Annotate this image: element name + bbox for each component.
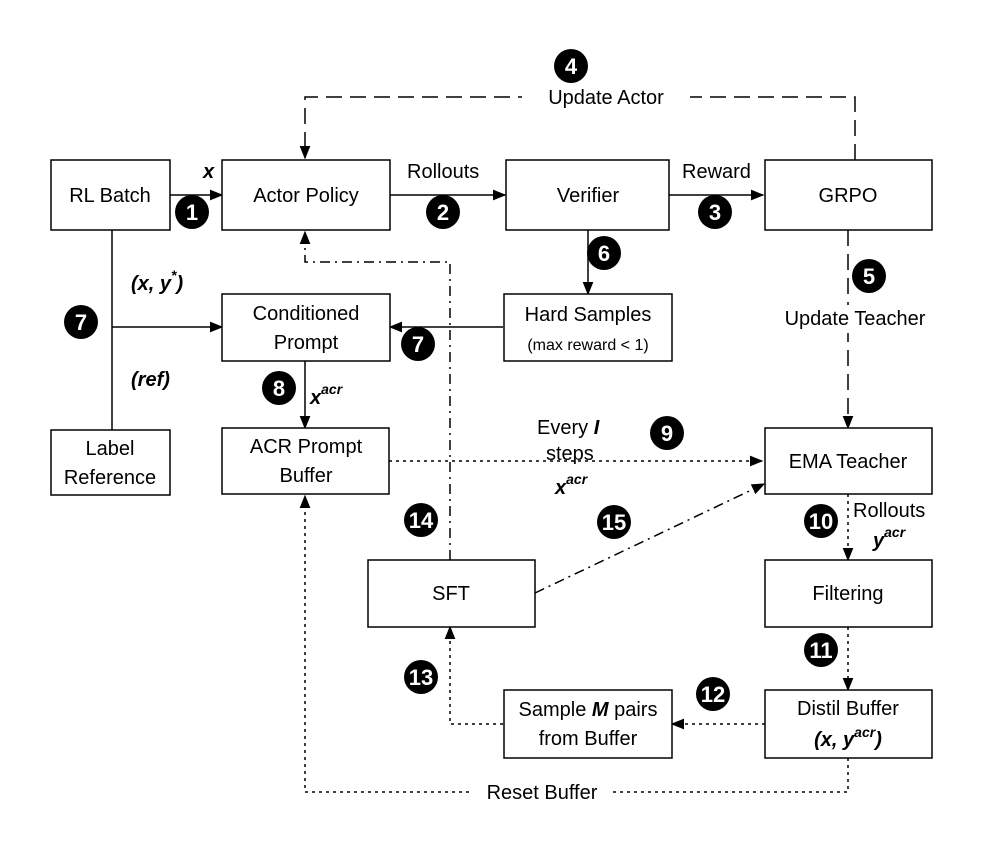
actor-policy-box: Actor Policy bbox=[221, 159, 391, 231]
step-badge-7-right: 7 bbox=[401, 327, 435, 361]
svg-text:10: 10 bbox=[809, 509, 833, 534]
svg-text:6: 6 bbox=[598, 241, 610, 266]
step-badge-1: 1 bbox=[175, 195, 209, 229]
sample-pairs-box: Sample M pairs from Buffer bbox=[503, 689, 673, 759]
edge-label-ref: (ref) bbox=[131, 369, 170, 391]
sft-box: SFT bbox=[367, 559, 536, 628]
step-badge-8: 8 bbox=[262, 371, 296, 405]
rl-batch-label: RL Batch bbox=[69, 185, 151, 207]
step-badge-10: 10 bbox=[804, 504, 838, 538]
edge-label-y-acr: yacr bbox=[872, 524, 907, 552]
acr-prompt-buffer-label-2: Buffer bbox=[280, 465, 333, 487]
reset-buffer-label-bg bbox=[472, 780, 612, 804]
edge-label-every-steps-1: Every I bbox=[537, 417, 600, 439]
svg-text:2: 2 bbox=[437, 200, 449, 225]
hard-samples-box: Hard Samples (max reward < 1) bbox=[503, 293, 673, 362]
edge-sft-to-actor bbox=[299, 230, 451, 560]
edge-label-x: x bbox=[202, 161, 215, 183]
step-badge-7-left: 7 bbox=[64, 305, 98, 339]
update-teacher-label-bg bbox=[770, 305, 940, 333]
acr-prompt-buffer-label-1: ACR Prompt bbox=[250, 436, 363, 458]
grpo-label: GRPO bbox=[819, 185, 878, 207]
label-reference-box: Label Reference bbox=[50, 429, 171, 496]
step-badge-2: 2 bbox=[426, 195, 460, 229]
svg-text:14: 14 bbox=[409, 508, 434, 533]
sample-pairs-label-2: from Buffer bbox=[539, 728, 638, 750]
ema-teacher-label: EMA Teacher bbox=[789, 451, 908, 473]
svg-text:7: 7 bbox=[412, 332, 424, 357]
grpo-box: GRPO bbox=[764, 159, 933, 231]
conditioned-prompt-label-2: Prompt bbox=[274, 332, 339, 354]
edge-label-x-ystar: (x, y*) bbox=[131, 267, 183, 295]
edge-label-every-steps-2: steps bbox=[546, 443, 594, 465]
verifier-box: Verifier bbox=[505, 159, 670, 231]
sample-pairs-label-1: Sample M pairs bbox=[519, 699, 658, 721]
conditioned-prompt-box: Conditioned Prompt bbox=[221, 293, 391, 362]
edge-label-reward: Reward bbox=[682, 161, 751, 183]
conditioned-prompt-label-1: Conditioned bbox=[253, 303, 360, 325]
update-actor-label-bg bbox=[522, 84, 690, 110]
step-badge-3: 3 bbox=[698, 195, 732, 229]
step-badge-12: 12 bbox=[696, 677, 730, 711]
edge-label-rollouts: Rollouts bbox=[407, 161, 479, 183]
edge-label-update-actor: Update Actor bbox=[548, 87, 664, 109]
step-badge-15: 15 bbox=[597, 505, 631, 539]
svg-text:8: 8 bbox=[273, 376, 285, 401]
distil-buffer-box: Distil Buffer (x, yacr) bbox=[764, 689, 933, 759]
actor-policy-label: Actor Policy bbox=[253, 185, 359, 207]
svg-text:1: 1 bbox=[186, 200, 198, 225]
edge-reset-buffer bbox=[299, 494, 849, 793]
svg-text:3: 3 bbox=[709, 200, 721, 225]
svg-text:5: 5 bbox=[863, 264, 875, 289]
hard-samples-label: Hard Samples bbox=[525, 304, 652, 326]
hard-samples-note: (max reward < 1) bbox=[527, 337, 648, 354]
step-badge-14: 14 bbox=[404, 503, 438, 537]
svg-text:12: 12 bbox=[701, 682, 725, 707]
svg-text:13: 13 bbox=[409, 665, 433, 690]
step-badge-13: 13 bbox=[404, 660, 438, 694]
step-badge-11: 11 bbox=[804, 633, 838, 667]
label-reference-label-1: Label bbox=[86, 438, 135, 460]
svg-text:7: 7 bbox=[75, 310, 87, 335]
ema-teacher-box: EMA Teacher bbox=[764, 427, 933, 495]
edge-label-x-acr: xacr bbox=[309, 381, 344, 409]
step-badge-4: 4 bbox=[554, 49, 588, 83]
filtering-label: Filtering bbox=[812, 583, 883, 605]
svg-text:4: 4 bbox=[565, 54, 578, 79]
svg-text:15: 15 bbox=[602, 510, 626, 535]
sft-label: SFT bbox=[432, 583, 470, 605]
verifier-label: Verifier bbox=[557, 185, 620, 207]
step-badge-5: 5 bbox=[852, 259, 886, 293]
edge-sft-to-ema bbox=[534, 483, 766, 594]
distil-buffer-label: Distil Buffer bbox=[797, 698, 899, 720]
svg-text:9: 9 bbox=[661, 421, 673, 446]
acr-prompt-buffer-box: ACR Prompt Buffer bbox=[221, 427, 390, 495]
edge-label-x-acr-mid: xacr bbox=[554, 471, 589, 499]
edge-sample-to-sft bbox=[444, 625, 503, 725]
svg-text:11: 11 bbox=[809, 638, 832, 663]
edge-label-reset-buffer: Reset Buffer bbox=[487, 782, 598, 804]
distil-buffer-pair: (x, yacr) bbox=[814, 724, 882, 751]
edge-label-rollouts-teacher: Rollouts bbox=[853, 500, 925, 522]
filtering-box: Filtering bbox=[764, 559, 933, 628]
step-badge-9: 9 bbox=[650, 416, 684, 450]
step-badge-6: 6 bbox=[587, 236, 621, 270]
rl-batch-box: RL Batch bbox=[50, 159, 171, 231]
edge-label-update-teacher: Update Teacher bbox=[785, 308, 926, 330]
label-reference-label-2: Reference bbox=[64, 467, 156, 489]
